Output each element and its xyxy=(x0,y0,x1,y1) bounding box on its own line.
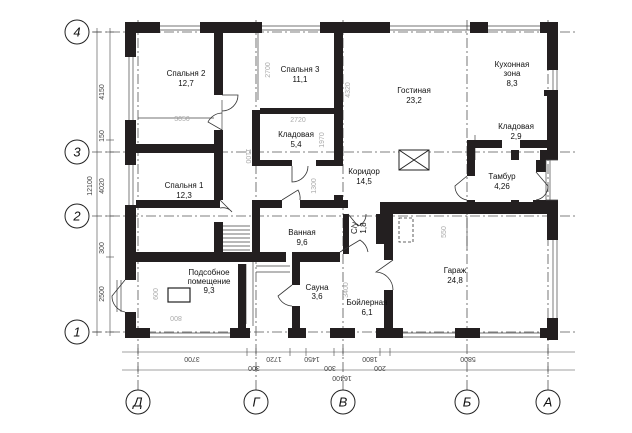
room-area: 5,4 xyxy=(290,140,302,149)
room-name: Ванная xyxy=(288,228,315,237)
svg-text:1800: 1800 xyxy=(362,355,378,362)
svg-text:2720: 2720 xyxy=(290,117,306,124)
svg-text:200: 200 xyxy=(374,364,386,371)
room-labels: Спальня 2 12,7 Спальня 3 11,1 Гостиная 2… xyxy=(165,60,534,317)
axis-col-label: Г xyxy=(252,395,260,410)
room-area: 23,2 xyxy=(406,96,422,105)
room-area: 2,9 xyxy=(510,132,522,141)
room-area: 14,5 xyxy=(356,177,372,186)
axis-bubbles xyxy=(64,19,561,415)
axis-col-label: Д xyxy=(131,395,142,410)
walls xyxy=(125,22,558,340)
svg-text:4020: 4020 xyxy=(99,178,106,194)
room-name: Спальня 3 xyxy=(281,65,320,74)
svg-text:300: 300 xyxy=(324,364,336,371)
axis-labels: 4 3 2 1 Д Г В Б А xyxy=(72,25,552,410)
dimension-text-bottom: 3700 1720 300 1450 300 1800 200 5800 164… xyxy=(184,355,476,381)
svg-text:4150: 4150 xyxy=(99,84,106,100)
svg-text:1720: 1720 xyxy=(266,355,282,362)
room-name: помещение xyxy=(187,277,231,286)
svg-text:2700: 2700 xyxy=(265,62,272,78)
svg-text:2500: 2500 xyxy=(99,286,106,302)
room-name: Гостиная xyxy=(397,86,431,95)
room-area: 24,8 xyxy=(447,276,463,285)
svg-text:600: 600 xyxy=(153,288,160,300)
svg-text:5800: 5800 xyxy=(460,355,476,362)
axis-col-label: В xyxy=(339,395,348,410)
svg-text:300: 300 xyxy=(99,242,106,254)
axis-col-label: А xyxy=(543,395,553,410)
room-name: зона xyxy=(504,69,521,78)
svg-text:16400: 16400 xyxy=(332,374,352,381)
dimension-lines-bottom xyxy=(122,348,575,374)
svg-text:1450: 1450 xyxy=(304,355,320,362)
room-name: Гараж xyxy=(444,266,467,275)
room-area: 1,8 xyxy=(359,222,368,234)
svg-text:1300: 1300 xyxy=(311,178,318,194)
room-area: 9,6 xyxy=(296,238,308,247)
room-area: 12,3 xyxy=(176,191,192,200)
stairs xyxy=(223,225,290,326)
svg-text:4320: 4320 xyxy=(345,82,352,98)
room-name: Спальня 1 xyxy=(165,181,204,190)
room-name: Бойлерная xyxy=(347,298,388,307)
room-area: 6,1 xyxy=(361,308,373,317)
svg-text:550: 550 xyxy=(441,226,448,238)
room-name: Спальня 2 xyxy=(167,69,206,78)
dimension-text-inner: 3050 2700 2720 1970 1100 4320 1300 550 3… xyxy=(153,62,448,321)
dimension-lines-left xyxy=(93,28,114,336)
room-name: Коридор xyxy=(348,167,380,176)
entrance-outline xyxy=(116,159,558,312)
axis-row-label: 3 xyxy=(73,145,81,160)
svg-text:3050: 3050 xyxy=(174,116,190,123)
room-area: 12,7 xyxy=(178,79,194,88)
room-name: Подсобное xyxy=(188,268,230,277)
doors xyxy=(111,94,549,313)
axis-col-label: Б xyxy=(463,395,472,410)
room-area: 4,26 xyxy=(494,182,510,191)
room-name: С/у xyxy=(350,222,359,234)
room-name: Кладовая xyxy=(278,130,314,139)
svg-text:12100: 12100 xyxy=(87,176,94,196)
axis-row-label: 4 xyxy=(73,25,80,40)
room-name: Сауна xyxy=(305,283,329,292)
svg-text:3400: 3400 xyxy=(343,282,350,298)
svg-text:3700: 3700 xyxy=(184,355,200,362)
room-name: Кухонная xyxy=(495,60,530,69)
room-area: 3,6 xyxy=(311,292,323,301)
room-name: Кладовая xyxy=(498,122,534,131)
axis-row-label: 2 xyxy=(72,209,81,224)
room-area: 11,1 xyxy=(293,75,309,84)
svg-text:800: 800 xyxy=(170,314,182,321)
room-area: 8,3 xyxy=(506,79,518,88)
fixtures xyxy=(167,149,430,303)
dimension-text-left: 4150 150 4020 12100 300 2500 xyxy=(87,84,106,302)
axis-row-label: 1 xyxy=(73,325,80,340)
svg-text:300: 300 xyxy=(248,364,260,371)
svg-text:1970: 1970 xyxy=(319,132,326,148)
svg-text:1100: 1100 xyxy=(244,148,251,163)
svg-text:150: 150 xyxy=(99,130,106,142)
room-name: Тамбур xyxy=(488,172,516,181)
room-area: 9,3 xyxy=(203,286,215,295)
